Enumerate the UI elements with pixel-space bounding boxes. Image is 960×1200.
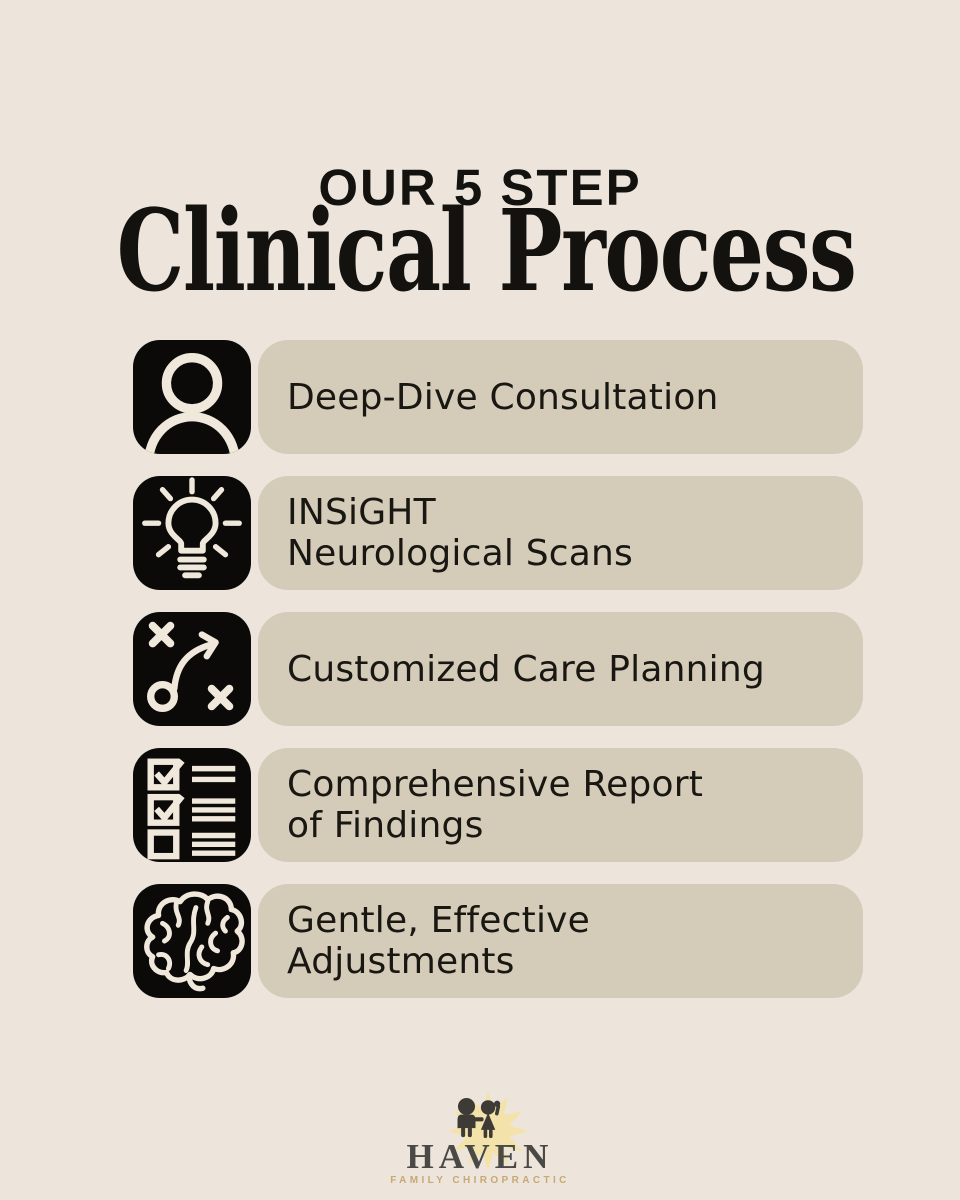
- strategy-icon: [133, 612, 251, 726]
- children-icon: [457, 1097, 501, 1138]
- logo-tagline: FAMILY CHIROPRACTIC: [390, 1175, 570, 1186]
- steps-list: Deep-Dive Consultation: [133, 340, 863, 1020]
- step-label: Neurological Scans: [287, 533, 633, 574]
- page-title: Clinical Process: [116, 186, 857, 317]
- person-icon: [133, 340, 251, 454]
- step-row: Customized Care Planning: [133, 612, 863, 726]
- step-label: of Findings: [287, 805, 484, 846]
- step-row: Deep-Dive Consultation: [133, 340, 863, 454]
- haven-logo: HAVEN FAMILY CHIROPRACTIC: [350, 1083, 610, 1195]
- logo-name: HAVEN: [406, 1137, 554, 1176]
- sunburst-icon: [448, 1091, 528, 1171]
- step-label: Adjustments: [287, 941, 515, 982]
- title-kicker: OUR 5 STEP: [318, 159, 642, 216]
- checklist-icon: [133, 748, 251, 862]
- brain-icon: [133, 884, 251, 998]
- step-label: Customized Care Planning: [287, 648, 765, 690]
- lightbulb-icon: [133, 476, 251, 590]
- step-label: Deep-Dive Consultation: [287, 376, 719, 418]
- step-pill: Customized Care Planning: [258, 612, 863, 726]
- step-label: Comprehensive Report: [287, 764, 704, 805]
- step-label: INSiGHT: [287, 492, 436, 533]
- step-label: Gentle, Effective: [287, 900, 591, 941]
- step-pill: Deep-Dive Consultation: [258, 340, 863, 454]
- title-wrap: Clinical Process: [0, 196, 960, 308]
